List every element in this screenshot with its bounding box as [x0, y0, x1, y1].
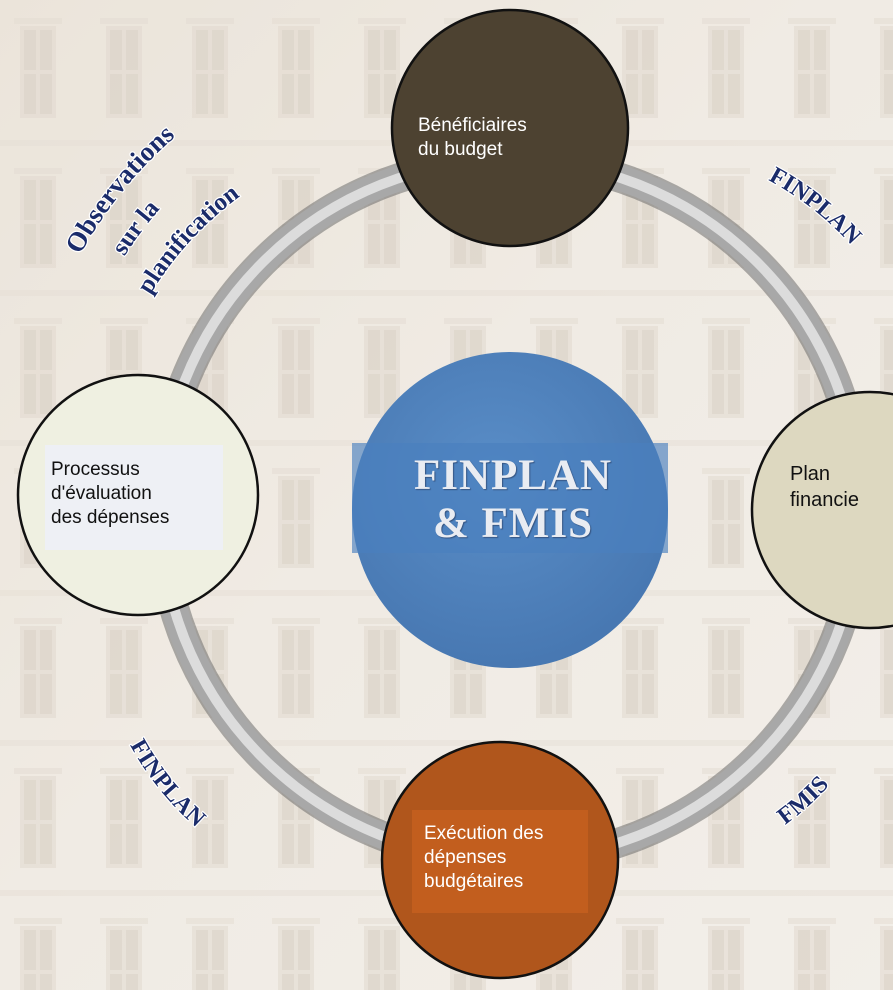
center-title-line2: & FMIS — [432, 500, 594, 547]
node-right-label: Plan financie — [790, 461, 859, 513]
center-title-line1: FINPLAN — [413, 452, 613, 499]
node-left-label: Processus d'évaluation des dépenses — [51, 458, 169, 530]
arc-label-top-left: Observations sur la planification — [58, 117, 245, 299]
node-right-line2: financie — [790, 489, 859, 511]
center-band — [352, 443, 668, 553]
node-bottom-line1: Exécution des — [424, 823, 544, 844]
node-top-circle — [390, 8, 630, 248]
node-right-line1: Plan — [790, 463, 831, 485]
node-bottom-line2: dépenses — [424, 847, 507, 868]
node-top-label: Bénéficiaires du budget — [418, 114, 527, 162]
node-bottom-line3: budgétaires — [424, 871, 524, 892]
node-left-textbox — [45, 445, 223, 550]
center-title: FINPLAN & FMIS — [360, 452, 666, 548]
arc-label-bottom-right: FMIS — [773, 771, 834, 830]
arc-label-top-right: FINPLAN — [765, 162, 867, 250]
node-left-line3: des dépenses — [51, 507, 170, 528]
node-top-line2: du budget — [418, 139, 503, 160]
node-top-line1: Bénéficiaires — [418, 115, 527, 136]
node-left-line1: Processus — [51, 459, 140, 480]
node-bottom-label: Exécution des dépenses budgétaires — [424, 822, 543, 894]
node-left-line2: d'évaluation — [51, 483, 152, 504]
node-right-circle — [750, 390, 893, 630]
node-bottom-textbox — [412, 810, 588, 913]
arc-label-bottom-left: FINPLAN — [125, 735, 211, 833]
